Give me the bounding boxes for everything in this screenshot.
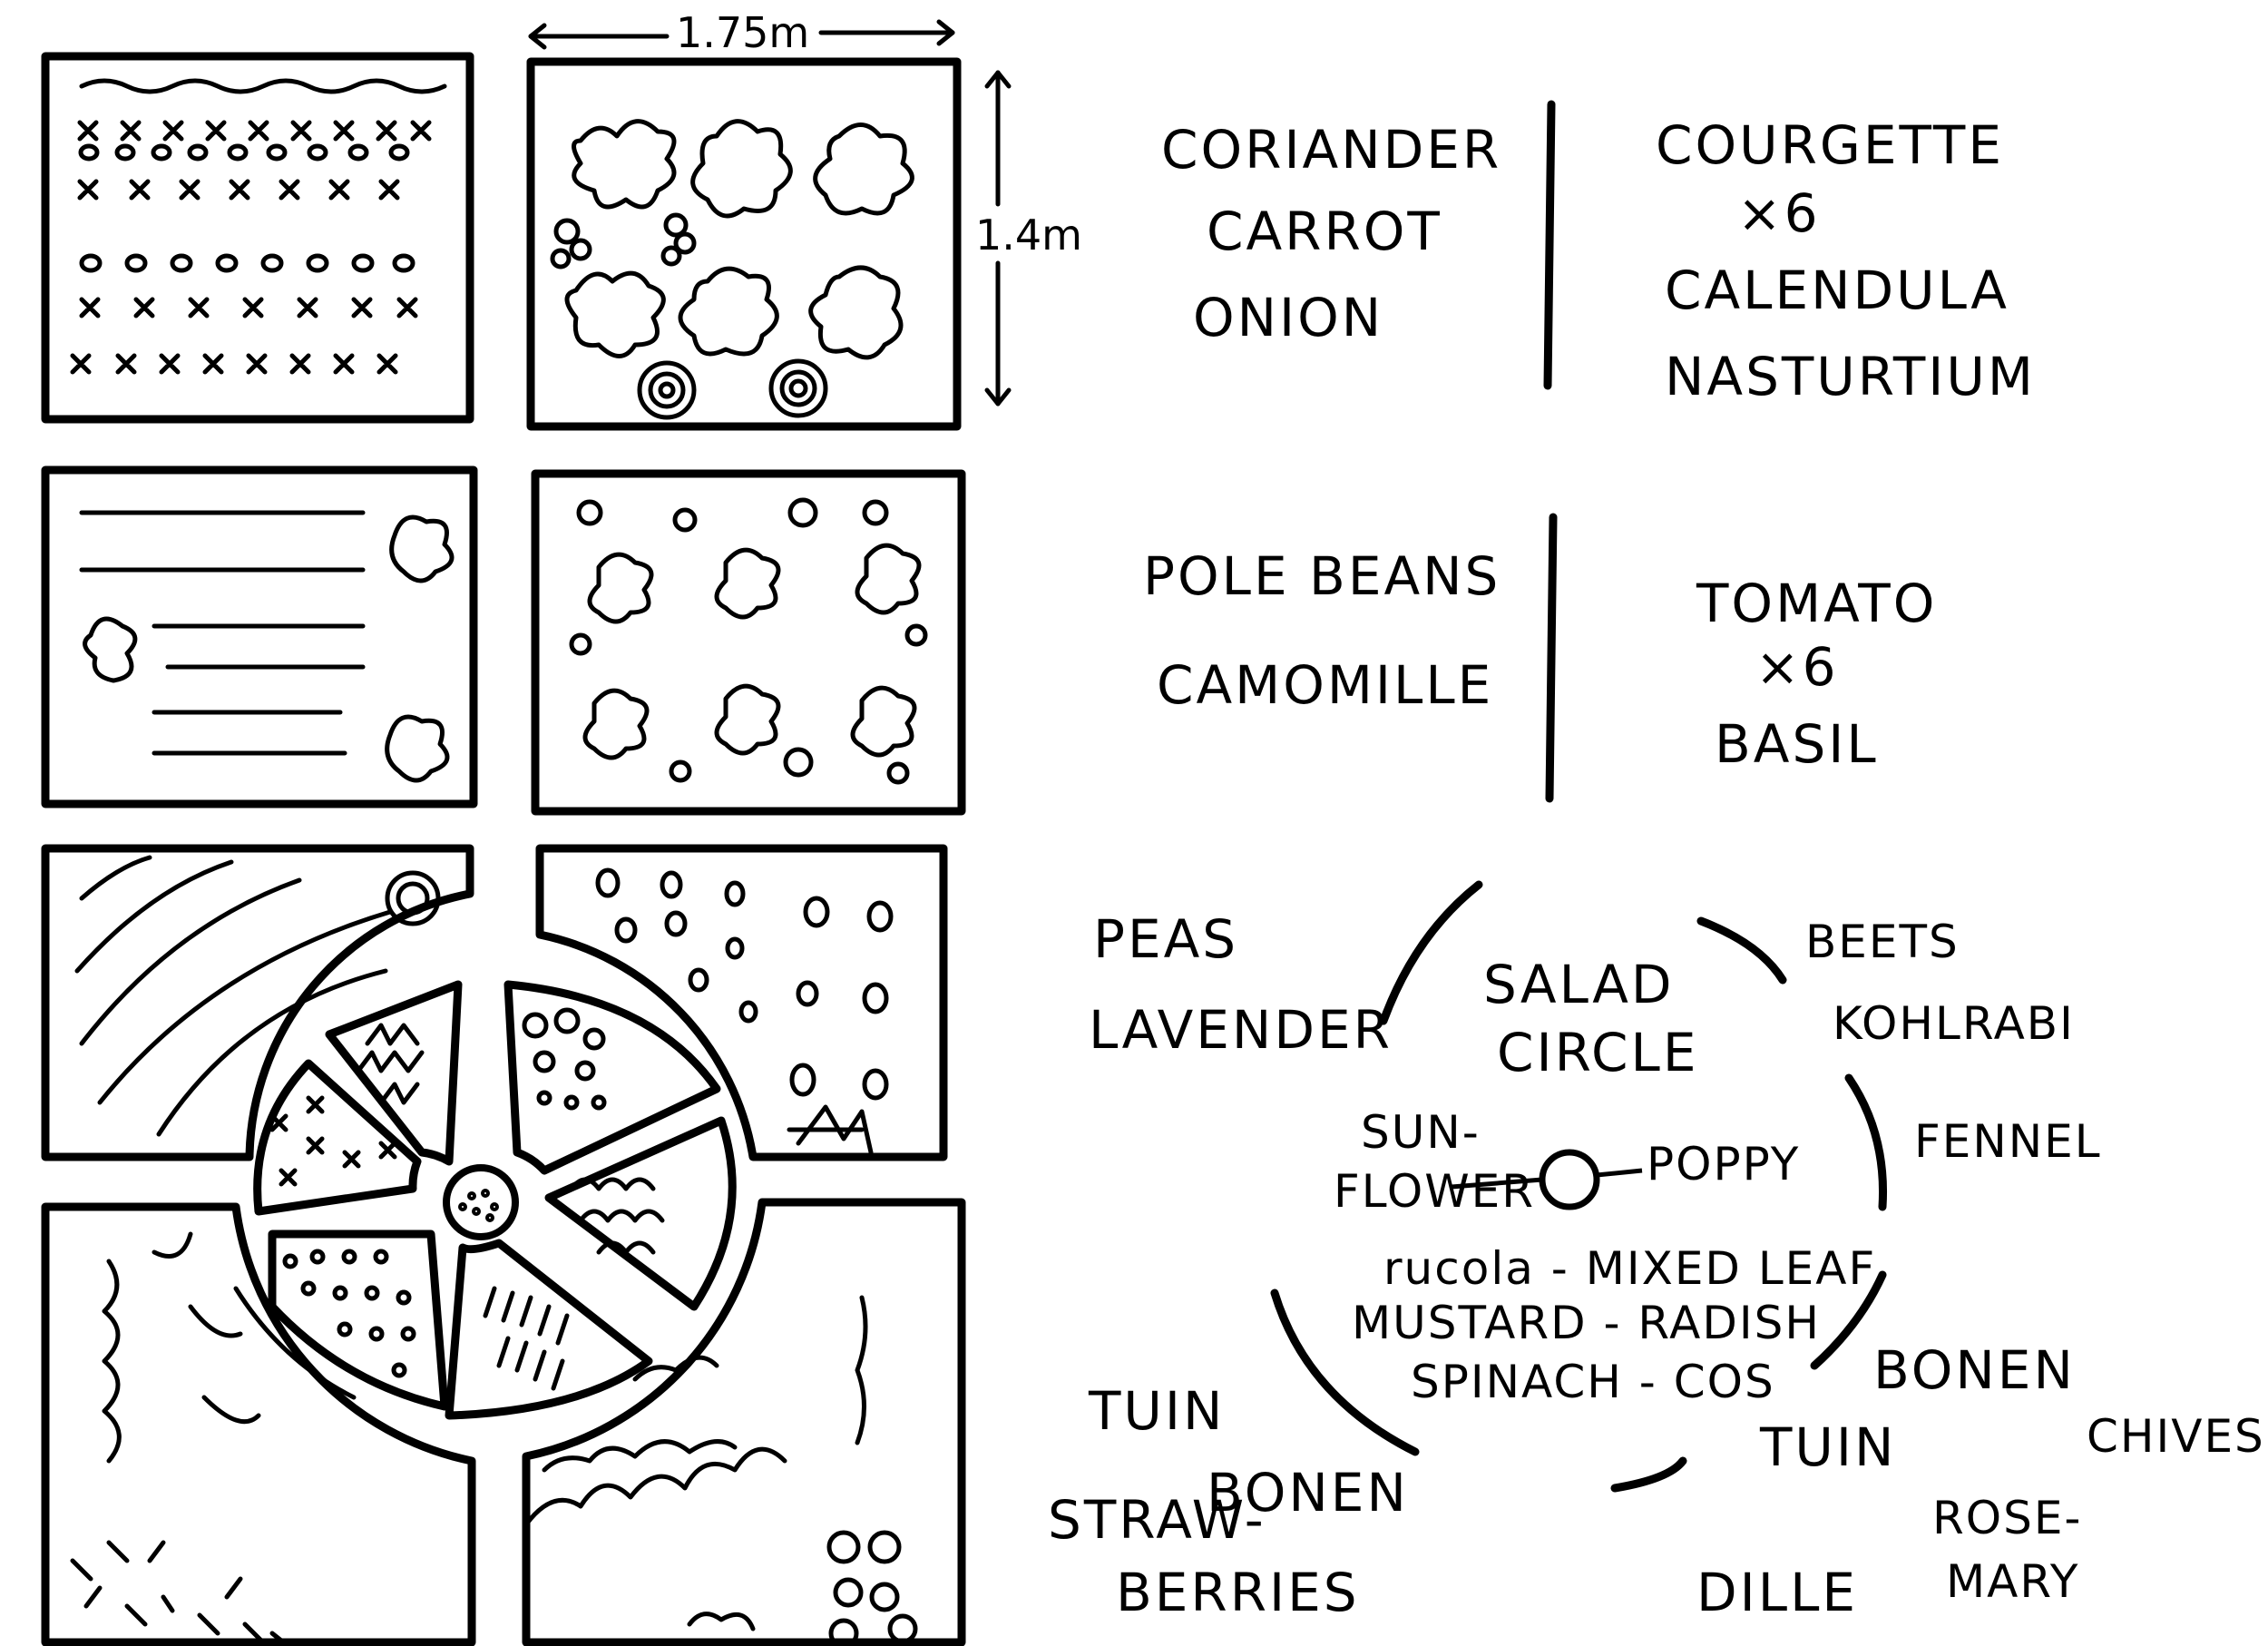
label-nasturtium: NASTURTIUM — [1665, 346, 2036, 407]
bed-1-divider — [1543, 100, 1556, 390]
bed-courgette — [526, 57, 962, 431]
salad-circle-diagram: SALAD CIRCLE PEAS LAVENDER BEETS KOHLRAB… — [1048, 880, 2265, 1623]
label-courgette-count: ×6 — [1737, 182, 1821, 244]
height-dimension-arrow — [984, 70, 1012, 407]
label-poppy: POPPY — [1647, 1138, 1800, 1190]
center-circle-outer — [443, 1164, 519, 1240]
garden-plan-drawing — [41, 19, 1012, 1646]
wedge-top-left — [325, 980, 463, 1166]
quarter-beds-texture — [70, 855, 918, 1646]
bed-2-divider — [1545, 513, 1558, 803]
label-greens-1: rucola - MIXED LEAF — [1383, 1242, 1876, 1295]
bed-2-labels: POLE BEANS CAMOMILLE TOMATO ×6 BASIL — [1143, 513, 1937, 803]
wedge-left — [253, 1059, 422, 1216]
label-bonen-left: BONEN — [1207, 1462, 1409, 1524]
wedge-bottom-right — [445, 1239, 653, 1420]
label-circle: CIRCLE — [1497, 1022, 1698, 1083]
center-seeds — [458, 1189, 499, 1222]
quarter-bed-top-left — [41, 844, 474, 1161]
courgette-plants-sketch — [550, 119, 914, 420]
poppy-connector — [1596, 1168, 1643, 1178]
poppy-sunflower-center-circle — [1539, 1149, 1600, 1210]
label-kohlrabi: KOHLRABI — [1833, 997, 2075, 1050]
label-tuin-left: TUIN — [1088, 1380, 1225, 1442]
quarter-bed-bottom-left — [41, 1202, 476, 1646]
label-berries: BERRIES — [1116, 1562, 1360, 1623]
label-coriander: CORIANDER — [1161, 119, 1501, 181]
label-mary: MARY — [1946, 1555, 2079, 1608]
width-dimension-arrow — [528, 19, 955, 50]
label-onion: ONION — [1193, 287, 1383, 348]
label-courgette: COURGETTE — [1656, 114, 2004, 176]
wedge-bottom-left — [268, 1230, 449, 1411]
label-tomato: TOMATO — [1696, 573, 1937, 634]
tomato-plants-sketch — [569, 497, 928, 785]
label-fennel: FENNEL — [1914, 1115, 2102, 1168]
height-dimension-label: 1.4m — [975, 211, 1082, 260]
wedge-top-right — [503, 980, 721, 1175]
pole-beans-sketch — [79, 510, 455, 783]
sunflower-connector — [1451, 1177, 1543, 1190]
bed-1-labels: CORIANDER CARROT ONION COURGETTE ×6 CALE… — [1161, 100, 2036, 407]
bed-coriander-carrot-onion — [41, 52, 474, 424]
wedge-right — [544, 1116, 737, 1311]
label-lavender: LAVENDER — [1089, 999, 1393, 1061]
label-dille: DILLE — [1696, 1562, 1858, 1623]
label-sunflower-top: SUN- — [1361, 1106, 1481, 1159]
quarter-bed-bottom-right — [522, 1198, 966, 1646]
label-straw: STRAW- — [1048, 1489, 1266, 1551]
seed-rows-sketch — [70, 78, 447, 375]
label-camomille: CAMOMILLE — [1157, 654, 1493, 716]
label-chives: CHIVES — [2087, 1410, 2265, 1463]
label-calendula: CALENDULA — [1665, 260, 2009, 321]
label-carrot: CARROT — [1207, 201, 1442, 262]
label-rose: ROSE- — [1932, 1492, 2082, 1544]
label-pole-beans: POLE BEANS — [1143, 545, 1501, 607]
bed-tomato — [531, 469, 966, 816]
salad-circle-arcs — [1270, 880, 1887, 1493]
label-greens-2: MUSTARD - RADISH — [1352, 1297, 1821, 1349]
quarter-bed-top-right — [535, 844, 948, 1161]
label-peas: PEAS — [1093, 908, 1238, 970]
label-tomato-count: ×6 — [1755, 636, 1839, 698]
label-sunflower-bottom: FLOWER — [1334, 1165, 1535, 1218]
label-beets: BEETS — [1805, 916, 1960, 968]
label-tuin-right: TUIN — [1759, 1416, 1896, 1478]
wedge-texture — [269, 1007, 665, 1391]
label-salad: SALAD — [1483, 954, 1675, 1015]
bed-pole-beans — [41, 465, 478, 808]
label-bonen-right: BONEN — [1873, 1339, 2076, 1401]
label-basil: BASIL — [1715, 713, 1879, 775]
width-dimension-label: 1.75m — [676, 8, 809, 57]
label-greens-3: SPINACH - COS — [1411, 1356, 1775, 1408]
